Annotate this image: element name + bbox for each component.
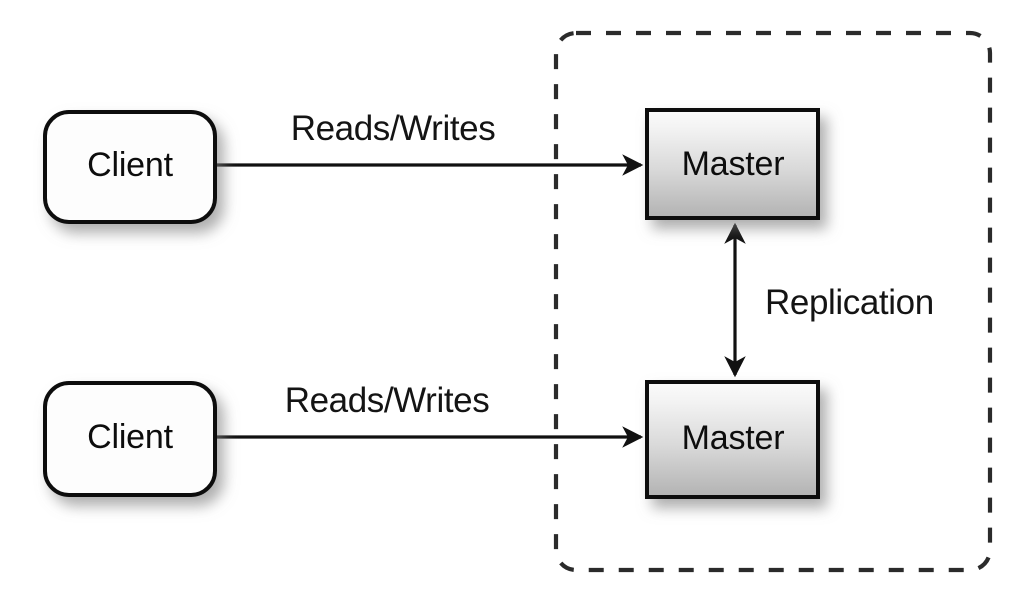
edge-label-reads-writes-top: Reads/Writes	[291, 109, 496, 148]
master-top-shape	[645, 108, 820, 220]
replication-cluster-boundary	[553, 30, 993, 573]
client-top-shape	[43, 110, 217, 224]
master-bottom-shape	[645, 380, 820, 499]
master-bottom-label: Master	[682, 419, 785, 457]
client-bottom-label: Client	[87, 418, 173, 456]
client-bottom-shape	[43, 381, 217, 497]
node-client-top[interactable]: Client	[43, 110, 217, 224]
node-master-top[interactable]: Master	[645, 108, 820, 220]
node-client-bottom[interactable]: Client	[43, 381, 217, 497]
master-top-label: Master	[682, 145, 785, 183]
client-top-label: Client	[87, 146, 173, 184]
node-master-bottom[interactable]: Master	[645, 380, 820, 499]
edge-label-replication: Replication	[765, 283, 934, 322]
edge-label-reads-writes-bottom: Reads/Writes	[285, 381, 490, 420]
